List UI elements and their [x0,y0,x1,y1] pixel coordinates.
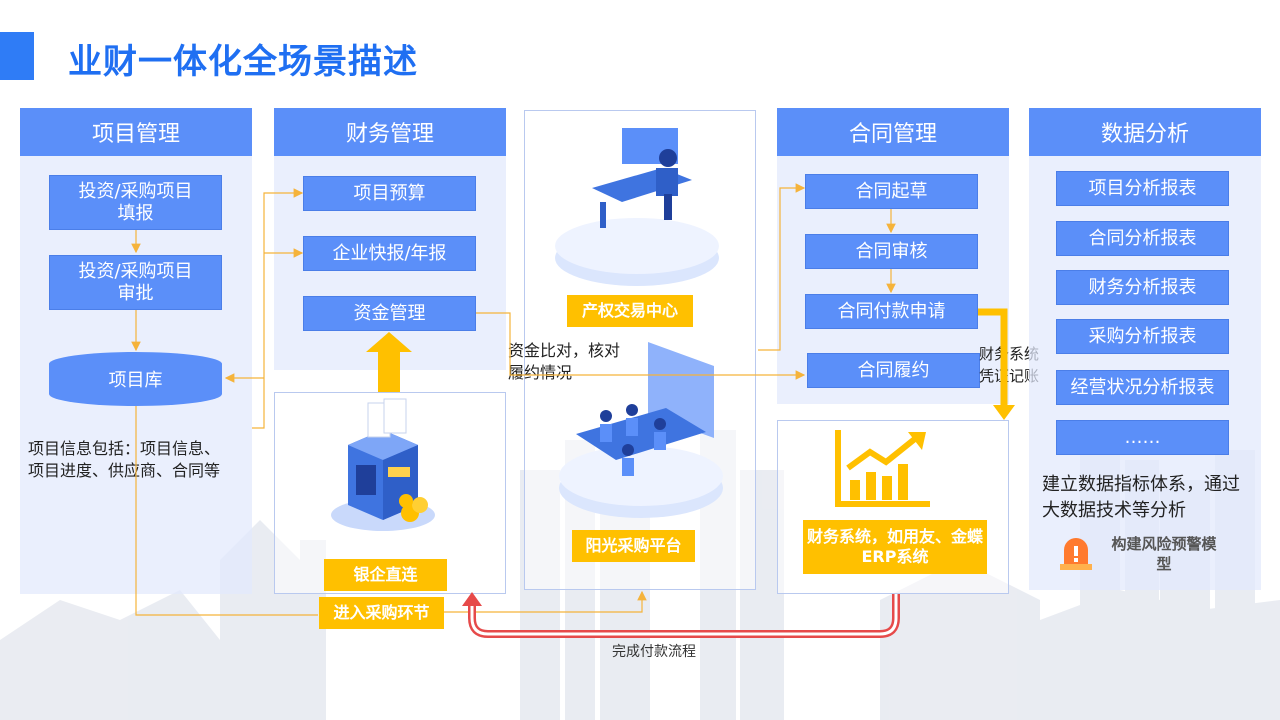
contract-review-step[interactable]: 合同审核 [805,234,978,269]
contract-management-header: 合同管理 [777,108,1009,156]
project-info-note: 项目信息包括：项目信息、项目进度、供应商、合同等 [28,439,221,480]
erp-system-label[interactable]: 财务系统，如用友、金蝶ERP系统 [803,520,987,574]
project-budget-item[interactable]: 项目预算 [303,176,476,211]
project-management-header: 项目管理 [20,108,252,156]
data-analysis-summary: 建立数据指标体系，通过大数据技术等分析 [1042,474,1240,521]
report-contract-analysis[interactable]: 合同分析报表 [1056,221,1229,256]
warning-light-icon [1060,538,1092,570]
report-operating-status[interactable]: 经营状况分析报表 [1056,370,1229,405]
contract-payment-request-step[interactable]: 合同付款申请 [805,294,978,329]
contract-draft-step[interactable]: 合同起草 [805,174,978,209]
data-analysis-header: 数据分析 [1029,108,1261,156]
payment-flow-label: 完成付款流程 [612,644,696,660]
contract-performance-step[interactable]: 合同履约 [807,353,980,388]
title-accent-bar [0,32,34,80]
server-coins-illustration [331,398,435,531]
page-title: 业财一体化全场景描述 [68,42,418,82]
fund-management-item[interactable]: 资金管理 [303,296,476,331]
risk-warning-model: 构建风险预警模型 [1111,535,1217,573]
growth-chart-icon [835,430,930,507]
report-project-analysis[interactable]: 项目分析报表 [1056,171,1229,206]
report-procurement-analysis[interactable]: 采购分析报表 [1056,319,1229,354]
enterprise-report-item[interactable]: 企业快报/年报 [303,236,476,271]
office-desk-illustration [555,128,719,286]
property-exchange-center-label[interactable]: 产权交易中心 [567,295,693,327]
project-repository[interactable]: 项目库 [49,352,222,406]
report-finance-analysis[interactable]: 财务分析报表 [1056,270,1229,305]
enter-procurement-label[interactable]: 进入采购环节 [319,597,444,629]
reconcile-note: 资金比对，核对履约情况 [508,341,621,382]
sunshine-procurement-platform-label[interactable]: 阳光采购平台 [572,530,695,562]
project-fill-step[interactable]: 投资/采购项目 填报 [49,175,222,230]
finance-management-header: 财务管理 [274,108,506,156]
bank-enterprise-connect-label[interactable]: 银企直连 [324,559,447,591]
project-approval-step[interactable]: 投资/采购项目 审批 [49,255,222,310]
report-more[interactable]: …… [1056,420,1229,455]
